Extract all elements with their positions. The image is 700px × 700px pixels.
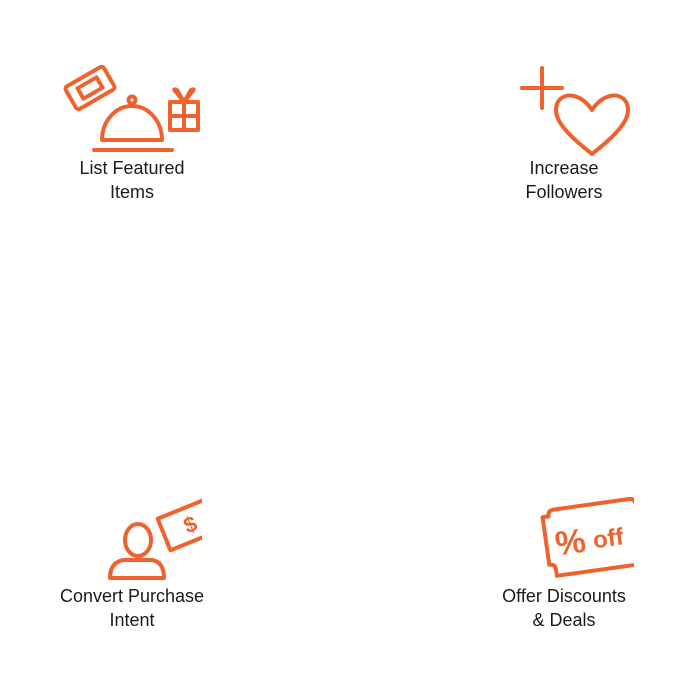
feature-offer-discounts: % off Offer Discounts & Deals (464, 494, 664, 632)
discount-ticket-icon: % off (540, 496, 634, 578)
off-text: off (591, 523, 626, 554)
feature-label: List Featured Items (79, 158, 185, 202)
percent-sign: % (553, 522, 588, 564)
dollar-sign: $ (180, 511, 201, 539)
person-money-icon: $ (108, 495, 202, 580)
feature-increase-followers: Increase Followers (464, 62, 664, 204)
feature-list-featured-items: List Featured Items (32, 62, 232, 204)
feature-label: Offer Discounts & Deals (502, 586, 626, 630)
feature-label: Increase Followers (525, 158, 603, 202)
cloche-ticket-gift-icon (63, 64, 200, 152)
feature-convert-purchase-intent: $ Convert Purchase Intent (32, 494, 232, 632)
plus-heart-icon (520, 66, 630, 156)
feature-label: Convert Purchase Intent (59, 586, 205, 630)
